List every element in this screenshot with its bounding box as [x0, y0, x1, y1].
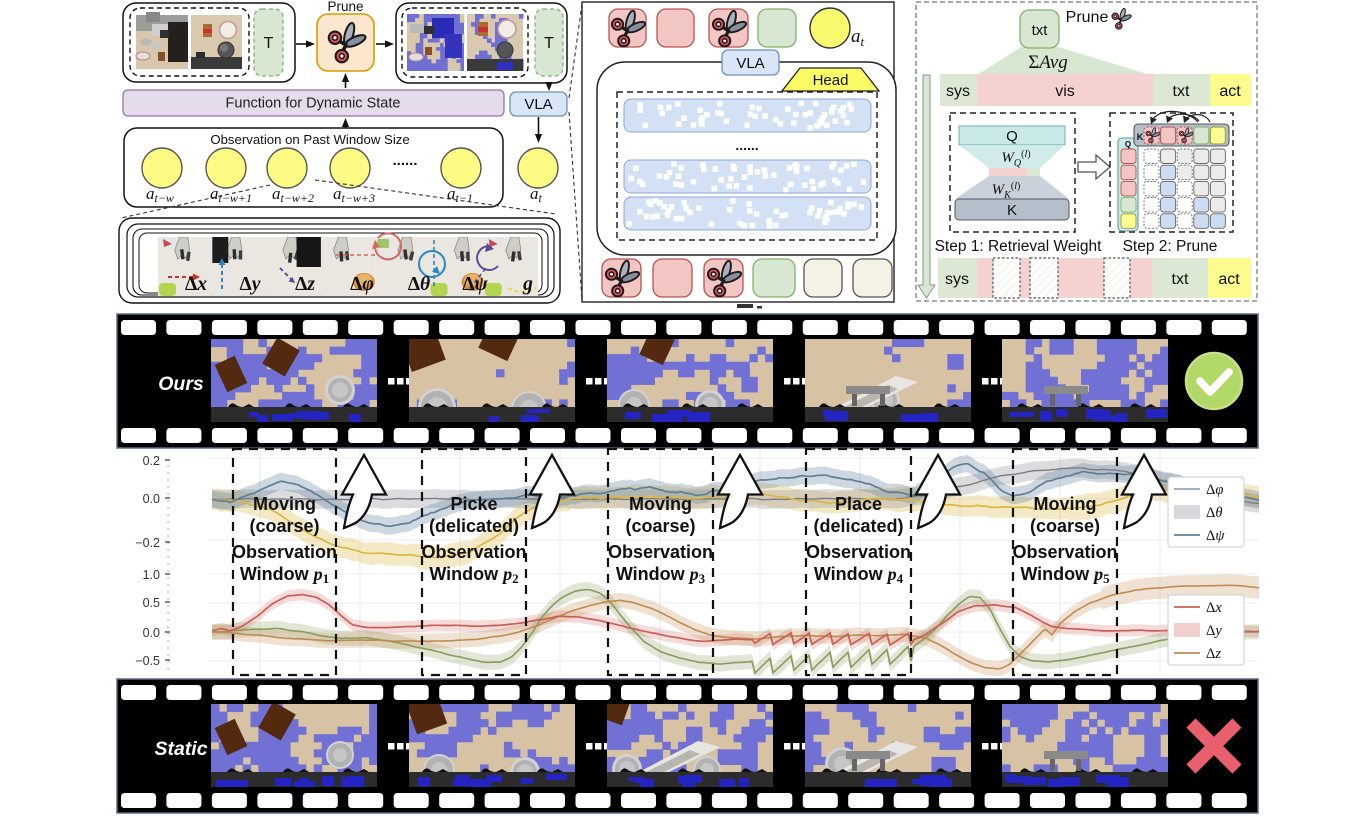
svg-text:Prune: Prune	[1066, 9, 1109, 26]
svg-text:Δx: Δx	[185, 274, 207, 295]
svg-text:Δθ: Δθ	[1206, 505, 1222, 521]
svg-text:VLA: VLA	[736, 55, 764, 72]
svg-text:WQ(l): WQ(l)	[1001, 149, 1030, 169]
svg-text:Window p2: Window p2	[429, 564, 518, 586]
svg-text:0.0: 0.0	[143, 492, 160, 506]
svg-text:WK(l): WK(l)	[992, 181, 1021, 201]
svg-text:txt: txt	[1172, 271, 1189, 288]
svg-text:Observation: Observation	[1012, 542, 1117, 562]
svg-text:K: K	[1007, 202, 1017, 219]
svg-text:0.0: 0.0	[143, 626, 160, 640]
svg-text:Observation on Past Window Siz: Observation on Past Window Size	[210, 132, 409, 147]
svg-text:txt: txt	[1173, 83, 1190, 100]
svg-text:Step 1: Retrieval Weight: Step 1: Retrieval Weight	[935, 238, 1103, 255]
svg-text:txt: txt	[1032, 22, 1049, 39]
svg-text:1.0: 1.0	[143, 568, 160, 582]
svg-text:−0.2: −0.2	[135, 536, 160, 550]
svg-text:(coarse): (coarse)	[625, 516, 695, 536]
svg-text:at−w+2: at−w+2	[272, 184, 314, 205]
svg-text:at−w: at−w	[146, 184, 174, 205]
svg-text:(delicated): (delicated)	[429, 516, 519, 536]
svg-text:Picke: Picke	[450, 494, 497, 514]
svg-text:T: T	[544, 35, 554, 52]
svg-text:VLA: VLA	[524, 96, 552, 113]
svg-text:Moving: Moving	[253, 494, 316, 514]
svg-text:at: at	[851, 26, 865, 49]
svg-text:Ours: Ours	[158, 373, 204, 395]
svg-text:Δz: Δz	[1206, 646, 1221, 662]
svg-text:Place: Place	[835, 494, 882, 514]
svg-text:Δθ: Δθ	[408, 274, 430, 295]
svg-text:Head: Head	[813, 72, 849, 89]
svg-text:act: act	[1218, 271, 1240, 288]
svg-text:......: ......	[735, 137, 758, 153]
svg-text:Δψ: Δψ	[462, 274, 488, 295]
svg-text:g: g	[522, 274, 533, 295]
svg-text:......: ......	[392, 152, 417, 169]
svg-text:K: K	[1137, 132, 1144, 142]
svg-text:Moving: Moving	[1034, 494, 1097, 514]
svg-text:at: at	[530, 184, 543, 205]
svg-text:act: act	[1219, 83, 1241, 100]
svg-text:Observation: Observation	[421, 542, 526, 562]
svg-text:−0.5: −0.5	[135, 654, 160, 668]
svg-text:(coarse): (coarse)	[1030, 516, 1100, 536]
svg-text:0.5: 0.5	[143, 596, 160, 610]
svg-text:(coarse): (coarse)	[249, 516, 319, 536]
svg-text:T: T	[264, 35, 274, 52]
svg-text:at−w+3: at−w+3	[333, 184, 375, 205]
svg-text:vis: vis	[1055, 83, 1075, 100]
svg-text:Window p1: Window p1	[240, 564, 329, 586]
svg-text:sys: sys	[945, 271, 969, 288]
svg-text:Prune: Prune	[327, 0, 363, 14]
svg-text:Δy: Δy	[1206, 623, 1222, 639]
svg-text:Q: Q	[1125, 140, 1131, 149]
svg-text:Static: Static	[154, 738, 207, 760]
svg-text:Δy: Δy	[240, 274, 261, 295]
svg-text:Q: Q	[1006, 128, 1018, 145]
svg-text:Moving: Moving	[629, 494, 692, 514]
svg-text:sys: sys	[946, 83, 970, 100]
svg-text:Step 2: Prune: Step 2: Prune	[1123, 238, 1218, 255]
svg-text:Observation: Observation	[232, 542, 337, 562]
svg-text:Window p4: Window p4	[814, 564, 904, 586]
svg-text:(delicated): (delicated)	[813, 516, 903, 536]
svg-text:Δψ: Δψ	[1206, 528, 1225, 544]
svg-text:0.2: 0.2	[143, 454, 160, 468]
svg-text:Window p5: Window p5	[1020, 564, 1110, 586]
svg-text:Function for Dynamic State: Function for Dynamic State	[226, 96, 401, 112]
svg-text:Δx: Δx	[1206, 600, 1222, 616]
svg-text:ΣAvg: ΣAvg	[1028, 52, 1068, 73]
svg-text:Δφ: Δφ	[1206, 482, 1223, 498]
svg-text:Observation: Observation	[806, 542, 911, 562]
svg-text:Observation: Observation	[608, 542, 713, 562]
svg-text:Δφ: Δφ	[350, 274, 374, 295]
svg-text:Window p3: Window p3	[616, 564, 706, 586]
svg-text:Δz: Δz	[295, 274, 315, 295]
